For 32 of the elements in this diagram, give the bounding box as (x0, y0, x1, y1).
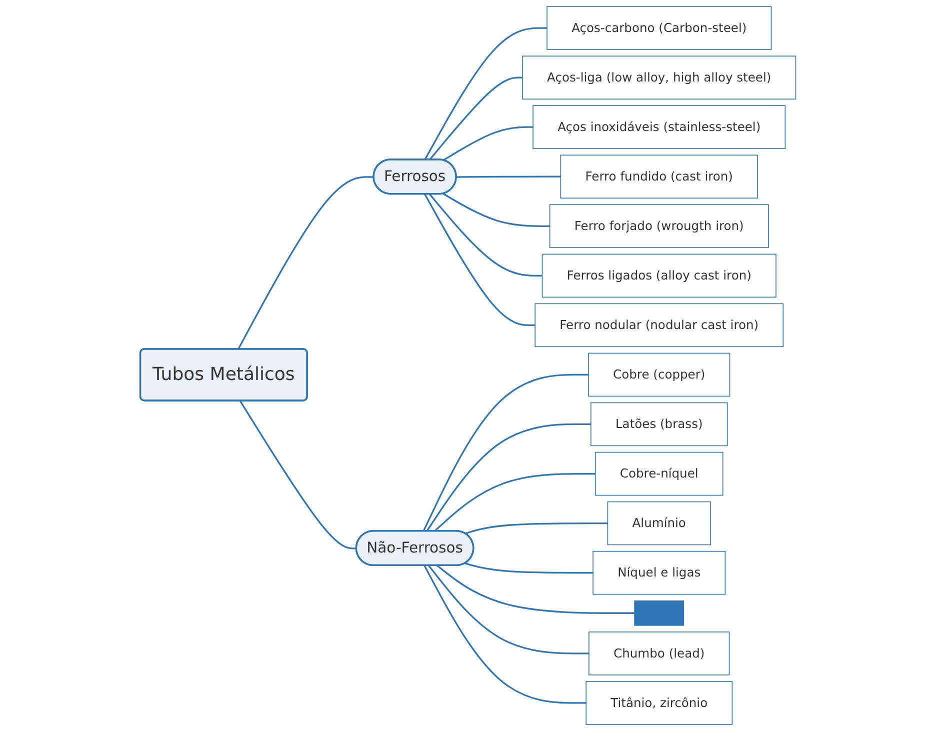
connector (424, 565, 586, 704)
connector (464, 522, 608, 534)
node-bar (634, 600, 684, 626)
connector (442, 126, 534, 161)
connector (429, 194, 542, 276)
node-box: Aços inoxidáveis (stainless-steel) (532, 105, 786, 149)
connector (422, 374, 588, 532)
node-box: Titânio, zircônio (586, 681, 733, 725)
connector (428, 565, 589, 654)
node-box: Alumínio (607, 501, 711, 546)
connector (424, 27, 547, 160)
connector (434, 472, 596, 532)
node-box: Níquel e ligas (592, 550, 726, 595)
node-box: Ferros ligados (alloy cast iron) (542, 254, 776, 298)
connector (456, 176, 561, 178)
connector (426, 423, 591, 532)
node-box: Cobre-níquel (594, 452, 724, 496)
connector (239, 400, 357, 550)
connector (429, 76, 522, 160)
connector (424, 194, 536, 326)
node-box: Aços-carbono (Carbon-steel) (546, 6, 772, 50)
node-box: Latões (brass) (590, 402, 728, 446)
connector (436, 565, 635, 614)
node-box: Aços-liga (low alloy, high alloy steel) (522, 56, 796, 100)
connector (237, 176, 374, 350)
node-box: Chumbo (lead) (588, 632, 730, 676)
node-box: Ferro forjado (wrougth iron) (549, 204, 769, 248)
connector (442, 193, 550, 227)
node-box: Ferro fundido (cast iron) (560, 154, 758, 198)
connector (464, 562, 594, 574)
node-box: Cobre (copper) (588, 352, 730, 397)
node-box: Ferro nodular (nodular cast iron) (534, 303, 784, 348)
